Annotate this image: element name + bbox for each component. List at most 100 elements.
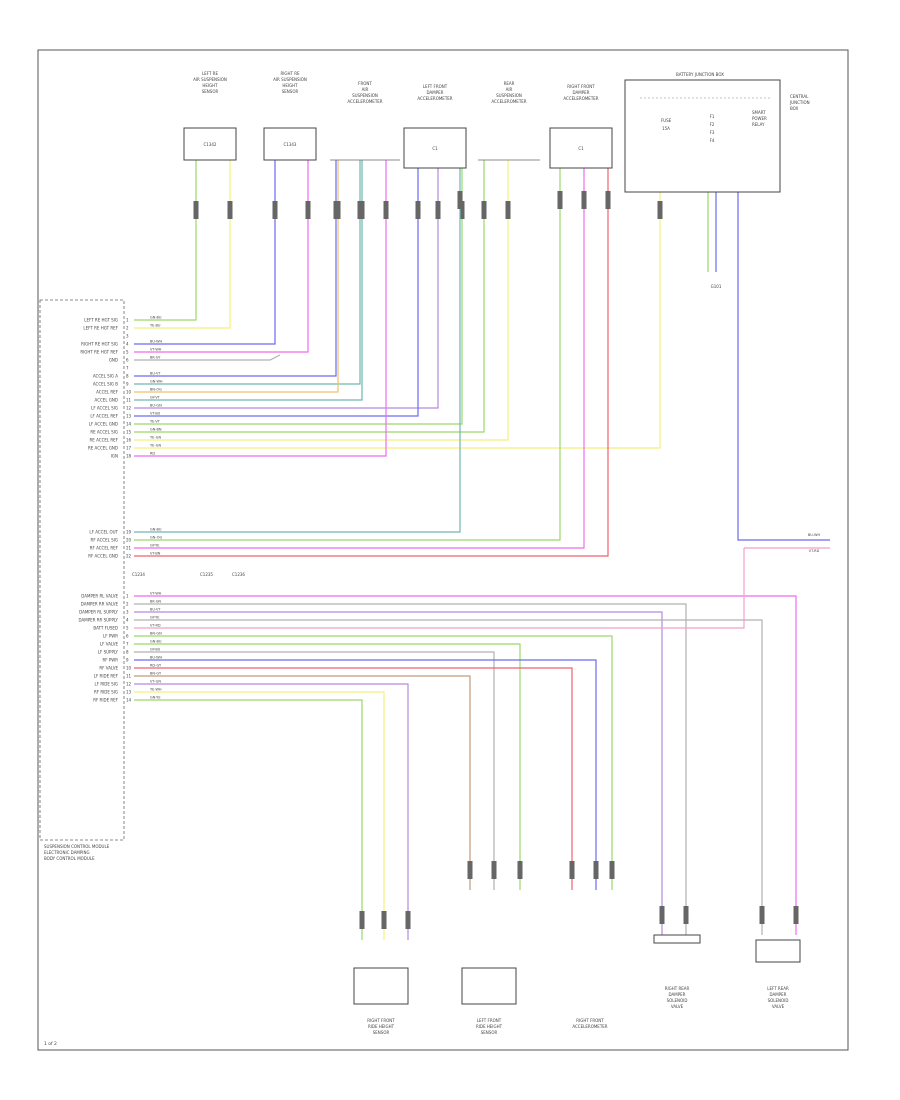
inline-connector bbox=[335, 201, 341, 219]
inline-connector bbox=[593, 861, 599, 879]
battery-junction-box: BATTERY JUNCTION BOXFUSE15AF1F2F3F4SMART… bbox=[624, 72, 810, 193]
inline-connector bbox=[305, 201, 311, 219]
pin-number: 18 bbox=[126, 454, 132, 459]
top-module-label: LEFT RE bbox=[202, 71, 218, 76]
pin-number: 2 bbox=[126, 602, 129, 607]
pin-label: RIGHT RE HGT SIG bbox=[81, 342, 118, 347]
wire-4 bbox=[134, 160, 276, 345]
junction-box-outline bbox=[624, 79, 781, 193]
wire-gnd bbox=[134, 354, 281, 361]
pin-number: 14 bbox=[126, 422, 132, 427]
pin-label: RE ACCEL GND bbox=[88, 446, 118, 451]
inline-connector bbox=[272, 201, 278, 219]
inline-connector bbox=[193, 201, 199, 219]
pin-label: RIGHT RE HGT REF bbox=[80, 350, 118, 355]
pin-label: RF ACCEL REF bbox=[90, 546, 119, 551]
inline-connector bbox=[609, 861, 615, 879]
pin-number: 22 bbox=[126, 554, 132, 559]
pin-label: DAMPER RL SUPPLY bbox=[79, 610, 118, 615]
top-module-label: ACCELEROMETER bbox=[491, 99, 526, 104]
pin-number: 3 bbox=[126, 610, 129, 615]
wire-4 bbox=[134, 619, 763, 935]
pin-number: 4 bbox=[126, 618, 129, 623]
inline-connector bbox=[491, 861, 497, 879]
inline-connector bbox=[359, 911, 365, 929]
top-module-label: SENSOR bbox=[202, 89, 219, 94]
pin-label: LF ACCEL GND bbox=[89, 422, 118, 427]
pin-number: 5 bbox=[126, 626, 129, 631]
main-module-name: BODY CONTROL MODULE bbox=[44, 856, 95, 861]
wire-color-code: BU-VT bbox=[150, 608, 161, 612]
bottom-module-label: DAMPER bbox=[669, 992, 686, 997]
inline-connector bbox=[581, 191, 587, 209]
bottom-module-label: RIDE HEIGHT bbox=[368, 1024, 395, 1029]
pin-label: RF VALVE bbox=[99, 666, 118, 671]
inline-connector bbox=[793, 906, 799, 924]
inline-connector bbox=[759, 906, 765, 924]
wire-color-code: GY-VT bbox=[150, 396, 161, 400]
bottom-module-box bbox=[461, 967, 517, 1005]
main-module-name: SUSPENSION CONTROL MODULE bbox=[44, 844, 110, 849]
pin-number: 7 bbox=[126, 642, 129, 647]
wire-color-code: YE-WH bbox=[150, 688, 162, 692]
top-module-label: ACCELEROMETER bbox=[563, 96, 598, 101]
pin-label: ACCEL SIG A bbox=[93, 374, 118, 379]
wire-color-code: GN-WH bbox=[150, 380, 163, 384]
bottom-module-label: LEFT REAR bbox=[767, 986, 789, 991]
inline-connector bbox=[415, 201, 421, 219]
pin-label: LEFT RE HGT REF bbox=[83, 326, 118, 331]
wire-color-code: GN-YE bbox=[150, 696, 161, 700]
pin-number: 13 bbox=[126, 414, 132, 419]
wire-color-code: BN-GY bbox=[150, 672, 162, 676]
bottom-module-label: LEFT FRONT bbox=[477, 1018, 502, 1023]
pin-label: LF PWR bbox=[103, 634, 118, 639]
wire-color-code: YE-VT bbox=[150, 420, 161, 424]
wire-1 bbox=[134, 160, 197, 321]
pin-number: 8 bbox=[126, 650, 129, 655]
wire-19 bbox=[134, 168, 461, 533]
wire-color-code: BU-GN bbox=[150, 404, 162, 408]
wire-color-code: GY-YE bbox=[150, 616, 159, 620]
top-module-label: DAMPER bbox=[427, 90, 444, 95]
top-module-label: AIR bbox=[506, 87, 513, 92]
wire-color-code: RD-GY bbox=[150, 664, 162, 668]
connector-id: C1235 bbox=[200, 572, 213, 577]
top-module-label: HEIGHT bbox=[202, 83, 218, 88]
pin-number: 19 bbox=[126, 530, 132, 535]
pin-label: ACCEL GND bbox=[95, 398, 118, 403]
inline-connector bbox=[383, 201, 389, 219]
bottom-module-label: VALVE bbox=[772, 1004, 785, 1009]
pin-label: DAMPER RR SUPPLY bbox=[79, 618, 119, 623]
bottom-module-label: SENSOR bbox=[481, 1030, 498, 1035]
pin-label: LF SUPPLY bbox=[98, 650, 119, 655]
pin-number: 6 bbox=[126, 634, 129, 639]
bottom-module-box bbox=[353, 967, 409, 1005]
wire-batt-fused bbox=[134, 548, 745, 629]
wire-color-code: YE-GN bbox=[150, 436, 161, 440]
pin-number: 2 bbox=[126, 326, 129, 331]
pin-label: DAMPER RR VALVE bbox=[81, 602, 119, 607]
pin-number: 4 bbox=[126, 342, 129, 347]
main-module-name: ELECTRONIC DAMPING bbox=[44, 850, 90, 855]
pin-number: 17 bbox=[126, 446, 132, 451]
inline-connector bbox=[659, 906, 665, 924]
top-module-box bbox=[549, 127, 613, 169]
wire-color-code: VT-WH bbox=[150, 348, 162, 352]
main-module-outline bbox=[39, 299, 125, 841]
top-module-label: DAMPER bbox=[573, 90, 590, 95]
top-module-label: HEIGHT bbox=[282, 83, 298, 88]
pin-number: 21 bbox=[126, 546, 132, 551]
junction-box-side-label: JUNCTION bbox=[789, 100, 810, 105]
pin-number: 20 bbox=[126, 538, 132, 543]
pin-label: LF ACCEL OUT bbox=[89, 530, 118, 535]
junction-box-fuse-label: FUSE bbox=[661, 118, 672, 123]
pin-label: ACCEL REF bbox=[96, 390, 119, 395]
